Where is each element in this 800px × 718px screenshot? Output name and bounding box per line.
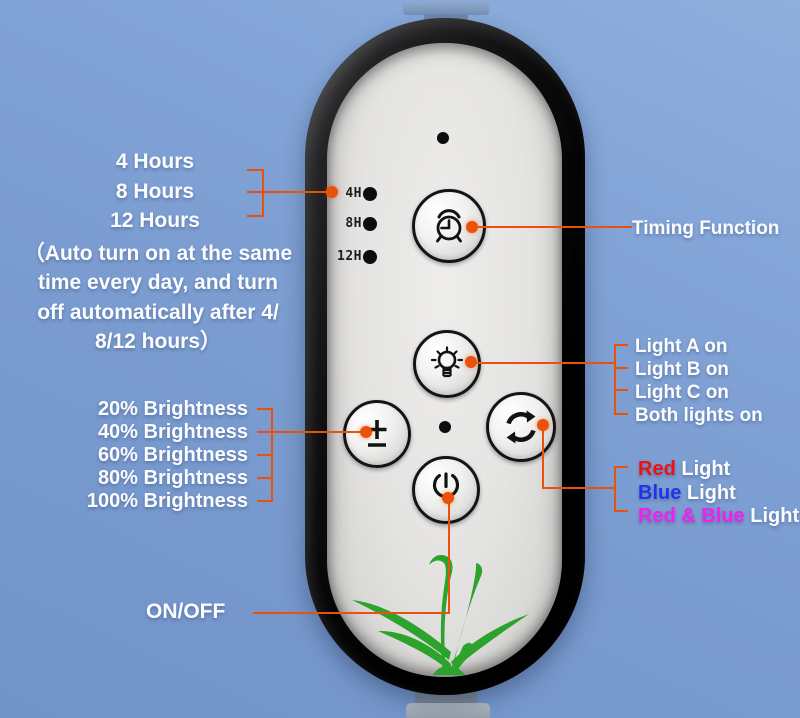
light-mode-item: Light C on: [635, 382, 729, 403]
onoff-label: ON/OFF: [146, 600, 226, 623]
color-mode-name: Red: [638, 458, 676, 480]
status-indicator-dot: [437, 132, 449, 144]
light-mode-item: Both lights on: [635, 405, 763, 426]
hours-bracket-tick: [247, 169, 264, 171]
hours-callout-line: [247, 191, 332, 193]
timing-callout-dot: [466, 221, 478, 233]
timer-led-dot-12h: [363, 250, 377, 264]
hours-bracket-vertical: [262, 169, 264, 217]
onoff-callout-line: [253, 612, 450, 614]
brightness-bracket-vertical: [271, 408, 273, 502]
timing-callout-line: [472, 226, 632, 228]
light-modes-callout-dot: [465, 356, 477, 368]
cycle-arrows-icon: [506, 410, 536, 444]
brightness-bracket-tick: [257, 454, 273, 456]
alarm-clock-icon: [436, 209, 462, 243]
hours-note-line: 8/12 hours）: [94, 329, 222, 353]
color-mode-name: Blue: [638, 481, 682, 504]
brightness-bracket-tick: [257, 408, 273, 410]
color-modes-list: Red Light Blue Light Red & Blue Light: [638, 458, 799, 529]
light-modes-bracket-tick: [614, 413, 628, 415]
power-button: [412, 456, 480, 524]
timing-function-label: Timing Function: [632, 218, 780, 239]
color-modes-bracket-tick: [614, 466, 628, 468]
light-modes-bracket-tick: [614, 344, 628, 346]
light-modes-bracket-vertical: [614, 344, 616, 415]
color-mode-item: Blue Light: [638, 482, 799, 506]
hours-note-line: time every day, and turn: [37, 271, 279, 295]
color-mode-suffix: Light: [744, 505, 800, 527]
color-modes-callout-vertical: [542, 425, 544, 489]
hours-callout-dot: [326, 186, 338, 198]
hours-item: 8 Hours: [115, 179, 195, 203]
color-modes-bracket-vertical: [614, 466, 616, 512]
hours-item: 12 Hours: [110, 209, 200, 232]
power-icon: [432, 472, 460, 499]
hours-label-list: 4 Hours 8 Hours 12 Hours: [0, 147, 310, 236]
color-modes-callout-line: [542, 487, 616, 489]
onoff-callout-vertical: [448, 498, 450, 614]
brightness-bracket-tick: [257, 477, 273, 479]
brightness-item: 80% Brightness: [97, 467, 248, 489]
timer-led-label-4h: 4H: [345, 186, 362, 201]
hours-note: （Auto turn on at the same time every day…: [0, 239, 316, 356]
brightness-callout-line: [257, 431, 366, 433]
color-mode-name: Red & Blue: [638, 505, 745, 527]
brightness-item: 20% Brightness: [97, 398, 248, 420]
brightness-item: 60% Brightness: [97, 444, 248, 466]
mount-tab-top-bar: [403, 2, 489, 15]
timer-led-label-12h: 12H: [337, 249, 362, 264]
onoff-callout-dot: [442, 492, 454, 504]
color-mode-suffix: Light: [681, 481, 736, 504]
brightness-item: 40% Brightness: [97, 421, 248, 443]
light-modes-bracket-tick: [614, 367, 628, 369]
light-mode-item: Light A on: [635, 336, 728, 357]
timer-led-dot-4h: [363, 187, 377, 201]
brightness-item: 100% Brightness: [86, 490, 248, 512]
light-mode-item: Light B on: [635, 359, 729, 380]
timer-led-label-8h: 8H: [345, 216, 362, 231]
color-mode-item: Red Light: [638, 458, 799, 482]
hours-bracket-tick: [247, 215, 264, 217]
color-modes-bracket-tick: [614, 510, 628, 512]
light-modes-list: Light A on Light B on Light C on Both li…: [635, 335, 763, 427]
brightness-callout-dot: [360, 426, 372, 438]
brightness-bracket-tick: [257, 500, 273, 502]
center-indicator-dot: [439, 421, 451, 433]
brightness-label-list: 20% Brightness 40% Brightness 60% Bright…: [60, 398, 248, 513]
timer-led-dot-8h: [363, 217, 377, 231]
hours-note-line: off automatically after 4/: [37, 300, 279, 324]
hours-note-line: （Auto turn on at the same: [23, 242, 293, 265]
brightness-button: [343, 400, 411, 468]
plant-graphic: [352, 555, 529, 675]
hours-item: 4 Hours: [115, 150, 195, 173]
light-modes-callout-line: [471, 362, 615, 364]
light-bulb-icon: [430, 346, 464, 378]
light-modes-bracket-tick: [614, 389, 628, 391]
color-mode-suffix: Light: [675, 458, 731, 480]
mount-tab-bottom-base: [406, 703, 490, 718]
color-mode-item: Red & Blue Light: [638, 505, 799, 529]
color-modes-callout-dot: [537, 419, 549, 431]
